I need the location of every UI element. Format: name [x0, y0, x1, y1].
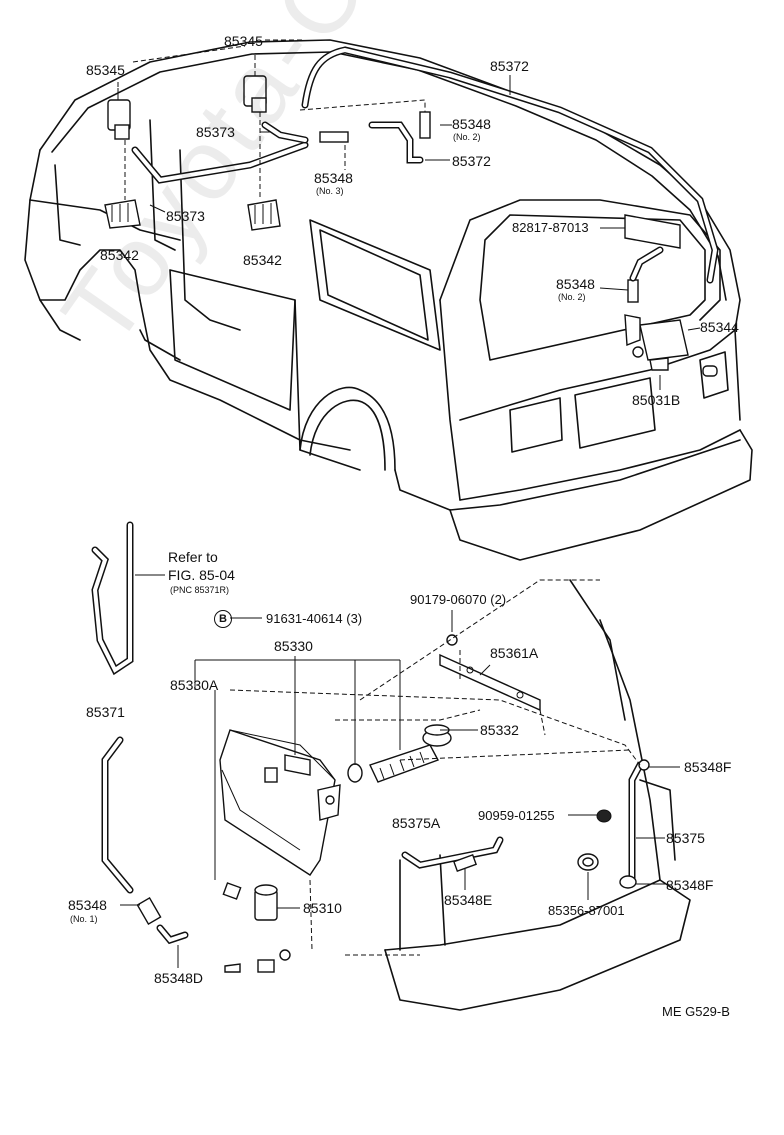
refer-hose — [91, 521, 165, 676]
hose-85373 — [131, 121, 309, 184]
part-label: 85348 — [314, 170, 353, 186]
part-sublabel: (No. 1) — [70, 914, 98, 924]
part-label: 90959-01255 — [478, 808, 555, 823]
part-label: 85348F — [666, 877, 714, 893]
part-label: 85348 — [452, 116, 491, 132]
washer-pump-85310 — [222, 882, 300, 973]
part-label: 91631-40614 (3) — [266, 611, 363, 626]
part-label: 82817-87013 — [512, 220, 589, 235]
part-label: 85348E — [444, 892, 493, 908]
part-label: 85345 — [224, 33, 263, 49]
part-label: FIG. 85-04 — [168, 567, 235, 583]
part-label: 85373 — [166, 208, 205, 224]
part-label: 85348D — [154, 970, 204, 986]
part-label: 85342 — [243, 252, 282, 268]
part-sublabel: (No. 2) — [558, 292, 586, 302]
part-label: 85031B — [632, 392, 681, 408]
part-label: 85371 — [86, 704, 125, 720]
bracket-85342-right — [247, 199, 281, 231]
part-label: 85342 — [100, 247, 139, 263]
part-sublabel: (PNC 85371R) — [170, 585, 230, 595]
van-body-outline — [24, 39, 753, 561]
figure-code: ME G529-B — [662, 1004, 730, 1019]
part-label: 85375 — [666, 830, 705, 846]
part-label: 85372 — [452, 153, 491, 169]
bolt-marker: B — [214, 610, 232, 628]
part-label: 85345 — [86, 62, 125, 78]
hose-85371 — [101, 736, 134, 894]
top-leader-lines — [117, 39, 701, 390]
part-label: 90179-06070 (2) — [410, 592, 507, 607]
part-label: Refer to — [168, 549, 218, 565]
part-label: 85310 — [303, 900, 342, 916]
label-plate-82817 — [624, 214, 681, 249]
part-label: 85344 — [700, 319, 739, 335]
hose-85375 — [619, 759, 650, 889]
part-label: 85356-87001 — [548, 903, 625, 918]
washer-jet-85345-right — [243, 75, 267, 113]
lower-leader-lines — [194, 579, 680, 956]
part-sublabel: (No. 3) — [316, 186, 344, 196]
part-label: 85361A — [490, 645, 539, 661]
part-label: 85373 — [196, 124, 235, 140]
part-label: 85372 — [490, 58, 529, 74]
rear-washer-motor-85031b — [624, 246, 718, 377]
roof-hose-85372 — [301, 46, 719, 284]
part-label: 85348 — [68, 897, 107, 913]
part-label: 85330 — [274, 638, 313, 654]
part-label: 85348 — [556, 276, 595, 292]
washer-tank-85330 — [219, 729, 341, 876]
bracket-85342-left — [104, 199, 141, 229]
part-label: 85375A — [392, 815, 441, 831]
part-sublabel: (No. 2) — [453, 132, 481, 142]
clip-90959 — [596, 809, 612, 823]
part-label: 85332 — [480, 722, 519, 738]
hose-85375a — [401, 836, 504, 873]
part-label: 85348F — [684, 759, 732, 775]
rear-body-lower — [384, 579, 691, 1011]
connector-85348-top — [319, 111, 431, 164]
part-label: 85330A — [170, 677, 219, 693]
grommet-85356 — [577, 853, 599, 871]
filler-neck-85332 — [347, 724, 452, 783]
connector-85348-no1 — [120, 897, 189, 968]
